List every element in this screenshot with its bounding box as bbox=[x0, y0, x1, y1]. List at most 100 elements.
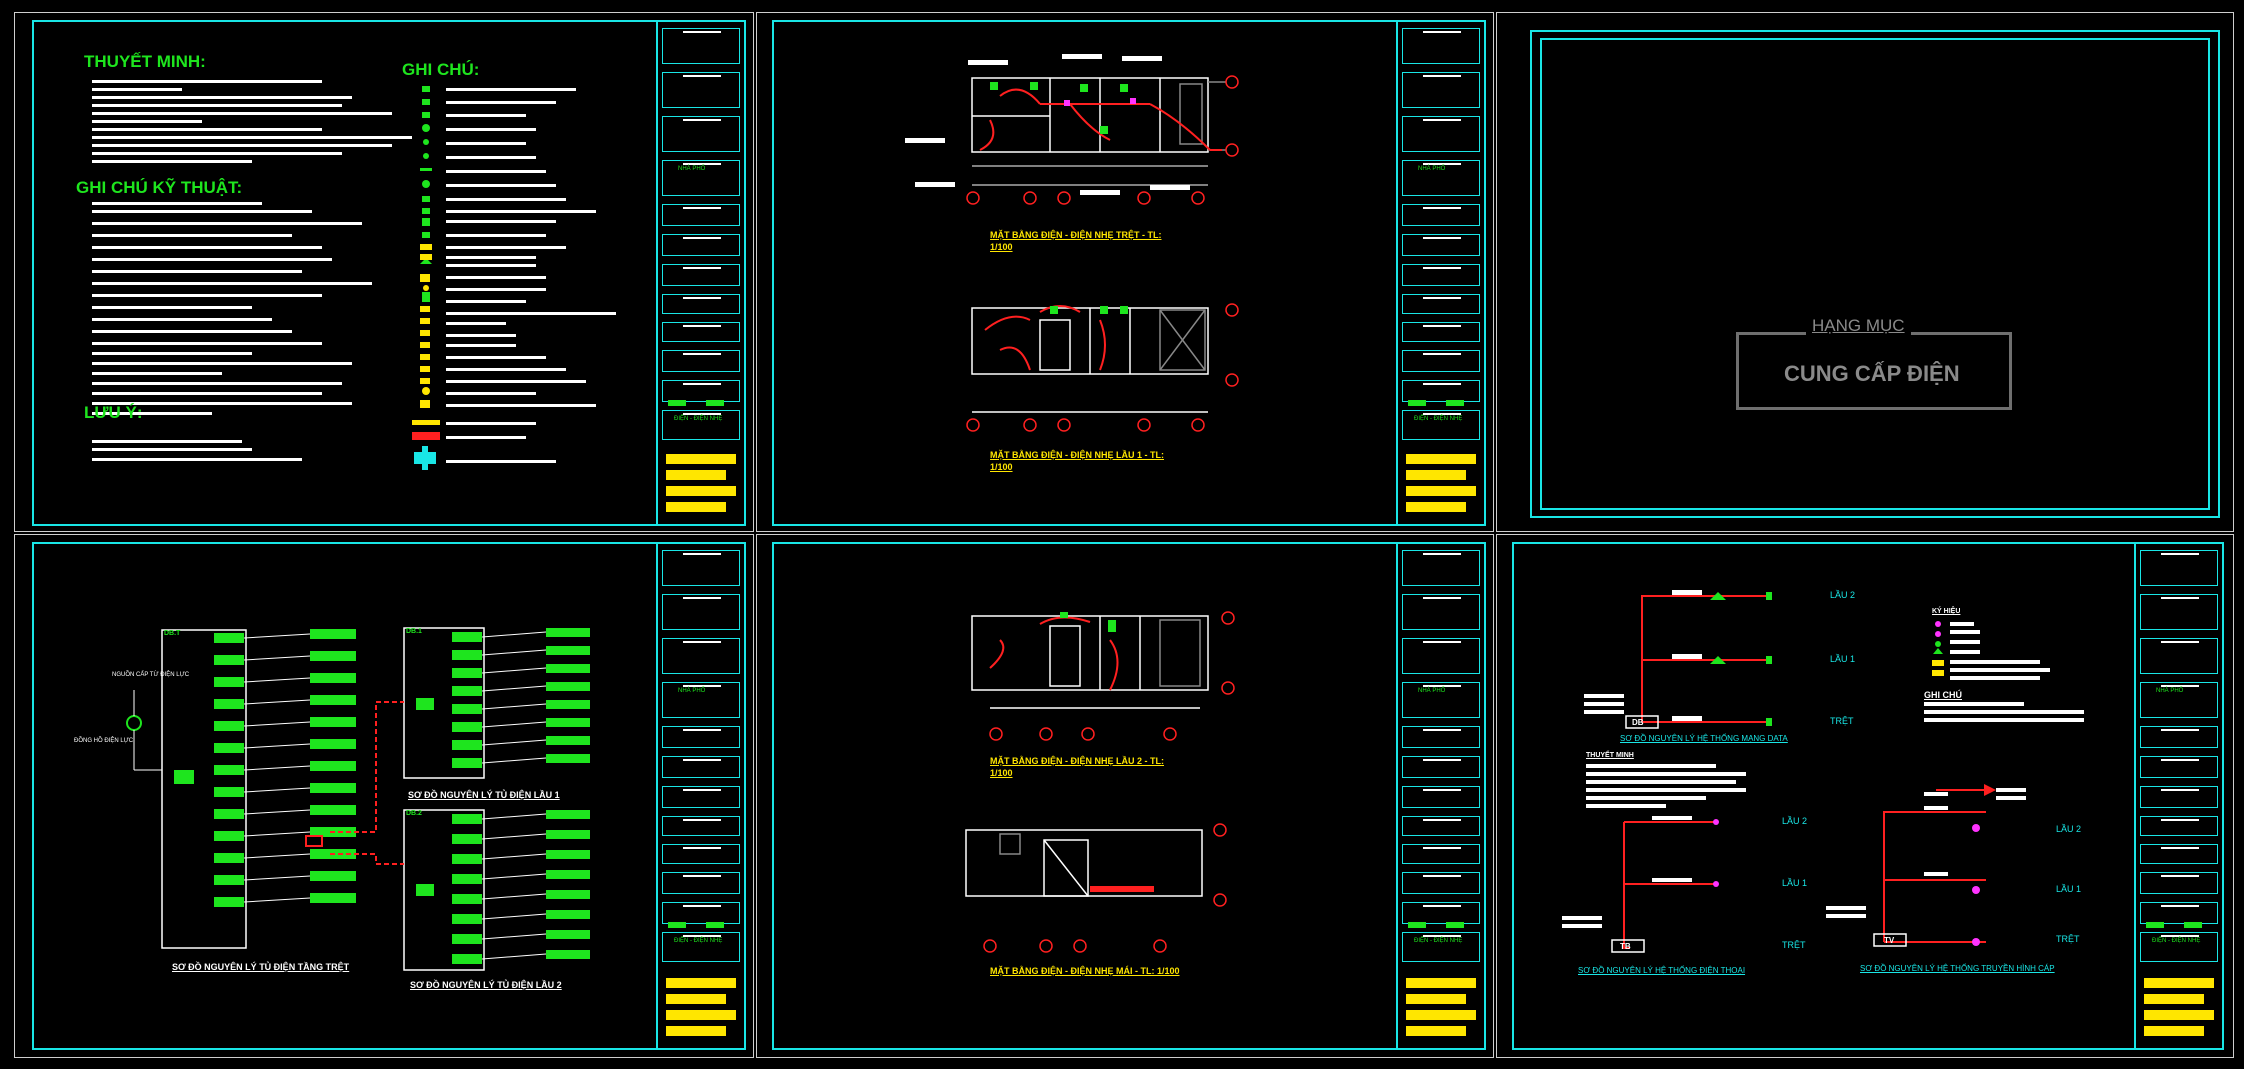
titleblock-yellow-field bbox=[1406, 978, 1476, 988]
sheet-4-frame bbox=[32, 542, 746, 1050]
titleblock-cell bbox=[662, 234, 740, 256]
titleblock-yellow-field bbox=[666, 486, 736, 496]
caption-lau1: SƠ ĐỒ NGUYÊN LÝ TỦ ĐIỆN LẦU 1 bbox=[408, 790, 560, 800]
titleblock-cell bbox=[2140, 726, 2218, 748]
sheet-4-titleblock bbox=[656, 542, 746, 1050]
titleblock-cell bbox=[1402, 294, 1480, 314]
sheet-3-frame-inner bbox=[1540, 38, 2210, 510]
titleblock-cell bbox=[1402, 682, 1480, 718]
titleblock-cell bbox=[662, 594, 740, 630]
caption-tret: SƠ ĐỒ NGUYÊN LÝ TỦ ĐIỆN TẦNG TRỆT bbox=[172, 962, 350, 972]
titleblock-project: NHÀ PHỐ bbox=[678, 688, 706, 694]
sheet5-plan-mai bbox=[965, 829, 1203, 897]
plan-lau1-title: MẶT BẰNG ĐIỆN - ĐIỆN NHẸ LẦU 1 - TL: bbox=[990, 450, 1164, 460]
sheet4-breakers-lau2 bbox=[416, 810, 590, 964]
sheet4-meter bbox=[126, 715, 142, 731]
panel-dbt: DB.T bbox=[164, 630, 181, 637]
source-label: NGUỒN CẤP TỪ ĐIỆN LỰC bbox=[112, 672, 190, 678]
titleblock-cell bbox=[662, 786, 740, 808]
titleblock-sheet-label: ĐIỆN - ĐIỆN NHẸ bbox=[1414, 416, 1463, 422]
sheet4-feeders-tret bbox=[243, 633, 311, 903]
titleblock-cell bbox=[662, 116, 740, 152]
titleblock-cell bbox=[2140, 872, 2218, 894]
titleblock-green-tag bbox=[706, 400, 724, 406]
titleblock-yellow-field bbox=[1406, 502, 1466, 512]
titleblock-cell bbox=[1402, 234, 1480, 256]
sheet-5-titleblock bbox=[1396, 542, 1486, 1050]
titleblock-yellow-field bbox=[1406, 1010, 1476, 1020]
titleblock-cell bbox=[662, 72, 740, 108]
titleblock-cell bbox=[2140, 902, 2218, 924]
titleblock-cell bbox=[2140, 932, 2218, 962]
sheet6-data-outlets bbox=[1710, 592, 1772, 726]
db-box-label: DB bbox=[1632, 718, 1644, 727]
data-lau1: LẦU 1 bbox=[1830, 654, 1856, 664]
titleblock-project: NHÀ PHỐ bbox=[1418, 688, 1446, 694]
titleblock-yellow-field bbox=[2144, 1026, 2204, 1036]
titleblock-project: NHÀ PHỐ bbox=[678, 166, 706, 172]
titleblock-cell bbox=[1402, 816, 1480, 836]
sheet2-plan-tret-dims bbox=[972, 165, 1208, 186]
sheet-1-titleblock bbox=[656, 20, 746, 526]
sheet-3 bbox=[1496, 12, 2234, 532]
titleblock-cell bbox=[662, 682, 740, 718]
titleblock-yellow-field bbox=[2144, 978, 2214, 988]
sheet2-plan-lau1-wiring bbox=[984, 305, 1106, 371]
titleblock-cell bbox=[2140, 844, 2218, 864]
titleblock-cell bbox=[662, 638, 740, 674]
titleblock-cell bbox=[1402, 726, 1480, 748]
sheet6-boxes bbox=[1611, 715, 1907, 953]
titleblock-cell bbox=[662, 294, 740, 314]
titleblock-yellow-field bbox=[666, 1026, 726, 1036]
data-lau2: LẦU 2 bbox=[1830, 590, 1856, 600]
titleblock-cell bbox=[662, 816, 740, 836]
sheet2-plan-lau1 bbox=[971, 307, 1209, 413]
titleblock-yellow-field bbox=[666, 502, 726, 512]
titleblock-cell bbox=[662, 932, 740, 962]
tv-lau1: LẦU 1 bbox=[2056, 884, 2082, 894]
titleblock-yellow-field bbox=[666, 978, 736, 988]
sheet1-note-lines bbox=[92, 80, 412, 461]
titleblock-yellow-field bbox=[2144, 1010, 2214, 1020]
sheet-4 bbox=[14, 534, 754, 1058]
tb-box-label: TB bbox=[1620, 942, 1631, 951]
titleblock-cell bbox=[1402, 932, 1480, 962]
titleblock-cell bbox=[1402, 264, 1480, 286]
titleblock-cell bbox=[662, 726, 740, 748]
titleblock-yellow-field bbox=[666, 994, 726, 1004]
titleblock-cell bbox=[1402, 204, 1480, 226]
cung-cap-dien-label: CUNG CẤP ĐIỆN bbox=[1784, 361, 1960, 386]
titleblock-cell bbox=[1402, 116, 1480, 152]
titleblock-cell bbox=[2140, 756, 2218, 778]
titleblock-green-tag bbox=[1408, 400, 1426, 406]
titleblock-cell bbox=[662, 264, 740, 286]
hang-muc-label: HẠNG MỤC bbox=[1806, 316, 1911, 336]
sheet-2-titleblock bbox=[1396, 20, 1486, 526]
titleblock-cell bbox=[662, 410, 740, 440]
titleblock-cell bbox=[1402, 380, 1480, 402]
sheet2-plan-tret bbox=[971, 77, 1228, 153]
sheet-3-frame-outer bbox=[1530, 30, 2220, 518]
titleblock-cell bbox=[1402, 410, 1480, 440]
sheet4-breakers-lau1 bbox=[416, 628, 590, 768]
titleblock-cell bbox=[1402, 594, 1480, 630]
ghi-chu-heading-6: GHI CHÚ bbox=[1924, 690, 1962, 700]
thuyet-minh-heading-6: THUYẾT MINH bbox=[1586, 752, 1634, 759]
sheet-6 bbox=[1496, 534, 2234, 1058]
sheet-2-frame bbox=[772, 20, 1486, 526]
sheet2-plan-tret-wiring bbox=[979, 88, 1222, 151]
titleblock-cell bbox=[662, 322, 740, 342]
titleblock-green-tag bbox=[1446, 922, 1464, 928]
tv-caption: SƠ ĐỒ NGUYÊN LÝ HỆ THỐNG TRUYỀN HÌNH CÁP bbox=[1860, 964, 2055, 973]
phone-lau2: LẦU 2 bbox=[1782, 816, 1808, 826]
phone-tret: TRỆT bbox=[1782, 940, 1806, 950]
titleblock-yellow-field bbox=[1406, 994, 1466, 1004]
titleblock-cell bbox=[662, 872, 740, 894]
titleblock-cell bbox=[2140, 786, 2218, 808]
titleblock-cell bbox=[1402, 322, 1480, 342]
titleblock-cell bbox=[1402, 350, 1480, 372]
titleblock-cell bbox=[662, 380, 740, 402]
sheet6-text-bars bbox=[1562, 590, 2084, 928]
titleblock-sheet-label: ĐIỆN - ĐIỆN NHẸ bbox=[1414, 938, 1463, 944]
titleblock-cell bbox=[1402, 844, 1480, 864]
